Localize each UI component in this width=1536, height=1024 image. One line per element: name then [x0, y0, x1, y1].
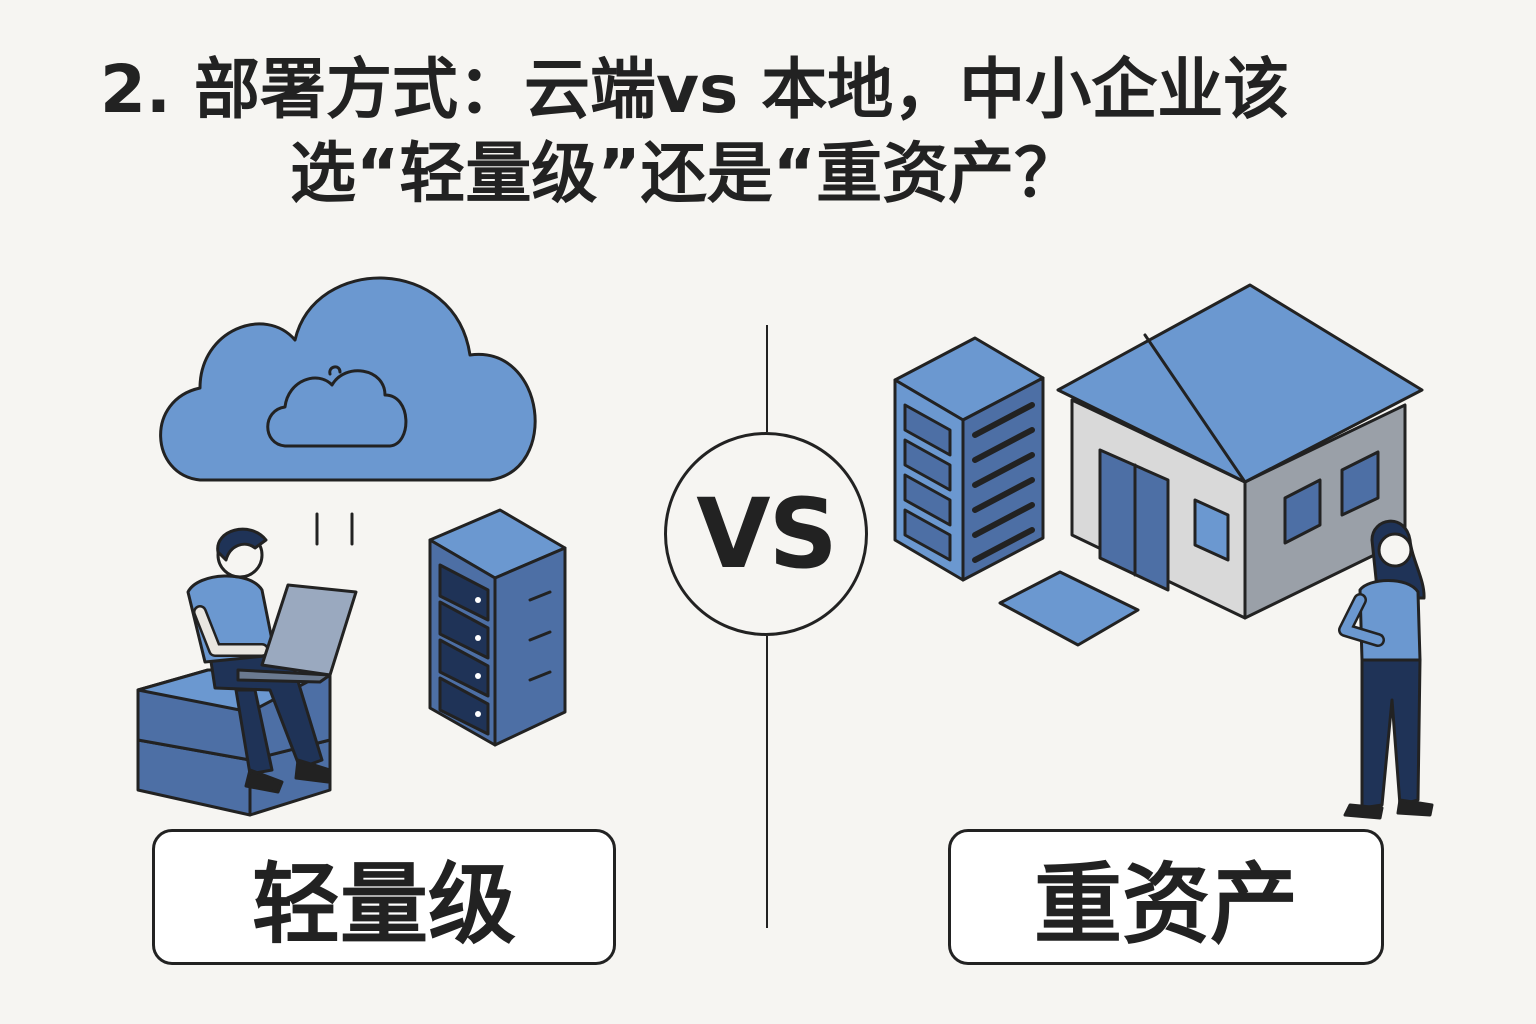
lightweight-label: 轻量级 — [251, 852, 516, 956]
cloud-icon — [159, 276, 537, 482]
house-icon — [1056, 283, 1424, 620]
title-line-2: 选“轻量级”还是“重资产？ — [290, 135, 1081, 212]
person-standing — [1338, 519, 1434, 820]
vs-badge: VS — [664, 432, 868, 636]
server-tower-icon — [893, 336, 1045, 582]
divider-bottom — [766, 636, 768, 928]
divider-top — [766, 325, 768, 432]
heavy-asset-label-box: 重资产 — [948, 829, 1384, 965]
person-with-laptop — [186, 527, 358, 794]
heavy-asset-label: 重资产 — [1033, 852, 1298, 956]
server-rack-icon — [428, 508, 567, 747]
vs-text: VS — [696, 478, 837, 590]
page-title: 2. 部署方式：云端vs 本地，中小企业该 选“轻量级”还是“重资产？ — [0, 48, 1536, 216]
floor-mat — [998, 570, 1140, 647]
title-line-1: 2. 部署方式：云端vs 本地，中小企业该 — [100, 51, 1290, 128]
lightweight-label-box: 轻量级 — [152, 829, 616, 965]
